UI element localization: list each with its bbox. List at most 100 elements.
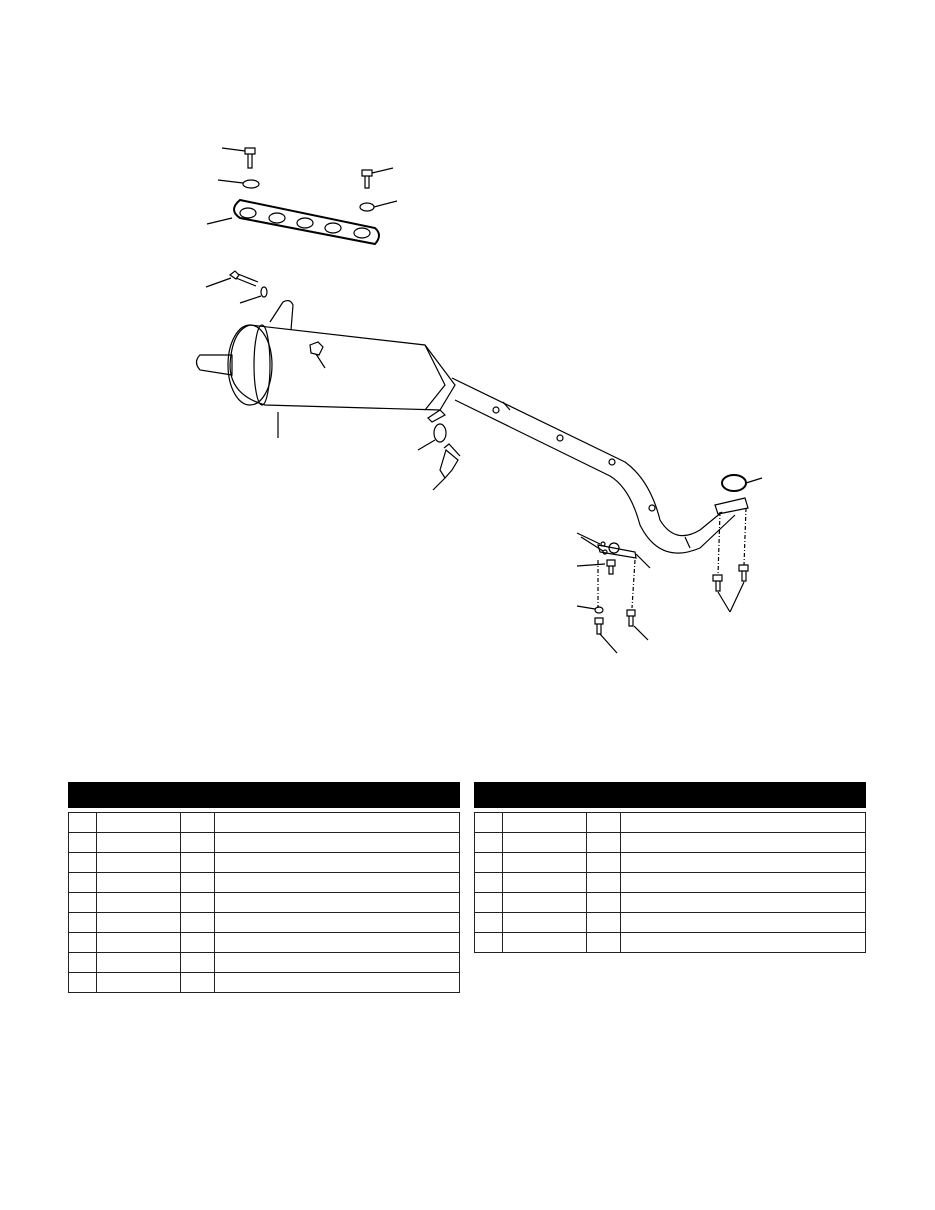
table-cell [214, 812, 460, 833]
table-cell [214, 912, 460, 933]
table-cell [214, 872, 460, 893]
table-cell [180, 812, 215, 833]
table-cell [214, 972, 460, 993]
table-row [474, 832, 866, 853]
table-cell [502, 872, 587, 893]
bolt-top-left [244, 147, 256, 169]
flange-screw-left [712, 574, 723, 592]
table-cell [96, 872, 181, 893]
leader-line [371, 167, 394, 174]
exhaust-gasket [721, 474, 747, 492]
table-cell [502, 852, 587, 873]
table-cell [96, 852, 181, 873]
table-cell [586, 892, 621, 913]
table-row [68, 872, 460, 893]
table-cell [68, 872, 97, 893]
washer-left [242, 179, 260, 189]
table-cell [620, 892, 866, 913]
table-cell [474, 912, 503, 933]
table-cell [180, 892, 215, 913]
lower-screw-left [594, 617, 604, 635]
table-row [68, 932, 460, 953]
leader-line [599, 633, 618, 654]
table-row [474, 932, 866, 953]
table-cell [586, 812, 621, 833]
table-cell [180, 952, 215, 973]
leader-line [205, 277, 232, 288]
leader-line [633, 625, 649, 641]
table-cell [620, 872, 866, 893]
leader-line [576, 563, 606, 567]
table-cell [96, 972, 181, 993]
leader-line [206, 217, 233, 225]
table-cell [214, 892, 460, 913]
table-cell [586, 872, 621, 893]
table-cell [68, 952, 97, 973]
table-cell [474, 812, 503, 833]
table-row [68, 812, 460, 833]
table-cell [180, 932, 215, 953]
center-line [717, 511, 721, 576]
leader-line [635, 553, 651, 569]
lower-bolt [439, 443, 461, 480]
leader-line [417, 439, 436, 451]
table-row [68, 832, 460, 853]
side-bolt [228, 270, 259, 287]
table-cell [180, 912, 215, 933]
table-cell [586, 832, 621, 853]
table-row [68, 892, 460, 913]
table-cell [96, 952, 181, 973]
leader-line [576, 605, 596, 610]
parts-list [474, 812, 866, 953]
flange-screw-right [738, 564, 749, 582]
table-cell [620, 832, 866, 853]
table-cell [620, 932, 866, 953]
table-cell [502, 892, 587, 913]
table-cell [502, 912, 587, 933]
lower-washer [433, 423, 447, 443]
table-row [68, 972, 460, 993]
table-cell [214, 832, 460, 853]
heat-shield-bracket [233, 198, 380, 246]
table-cell [180, 972, 215, 993]
table-cell [620, 852, 866, 873]
table-cell [502, 832, 587, 853]
table-row [68, 952, 460, 973]
table-cell [96, 932, 181, 953]
leader-line [745, 477, 763, 484]
leader-line [239, 295, 262, 304]
table-cell [68, 972, 97, 993]
table-cell [474, 932, 503, 953]
table-row [474, 892, 866, 913]
table-header [68, 782, 460, 808]
table-cell [214, 952, 460, 973]
table-cell [68, 812, 97, 833]
table-cell [620, 812, 866, 833]
table-row [68, 912, 460, 933]
exhaust-pipe [451, 377, 749, 554]
table-cell [586, 912, 621, 933]
leader-line [315, 353, 326, 369]
leader-line [373, 200, 398, 208]
small-washer [594, 606, 604, 614]
table-cell [180, 852, 215, 873]
table-cell [68, 932, 97, 953]
leader-line [717, 591, 731, 613]
leader-line [221, 147, 246, 152]
lower-screw-right [626, 609, 636, 627]
table-cell [68, 892, 97, 913]
leader-line [580, 536, 604, 552]
table-header [474, 782, 866, 808]
table-cell [96, 832, 181, 853]
side-washer [260, 286, 268, 298]
table-cell [474, 852, 503, 873]
table-cell [96, 912, 181, 933]
table-cell [68, 832, 97, 853]
table-row [474, 812, 866, 833]
nut-right [359, 202, 375, 212]
parts-list [68, 812, 460, 993]
table-cell [502, 812, 587, 833]
bracket-bolt [606, 559, 616, 575]
leader-line [432, 477, 446, 491]
table-cell [214, 932, 460, 953]
